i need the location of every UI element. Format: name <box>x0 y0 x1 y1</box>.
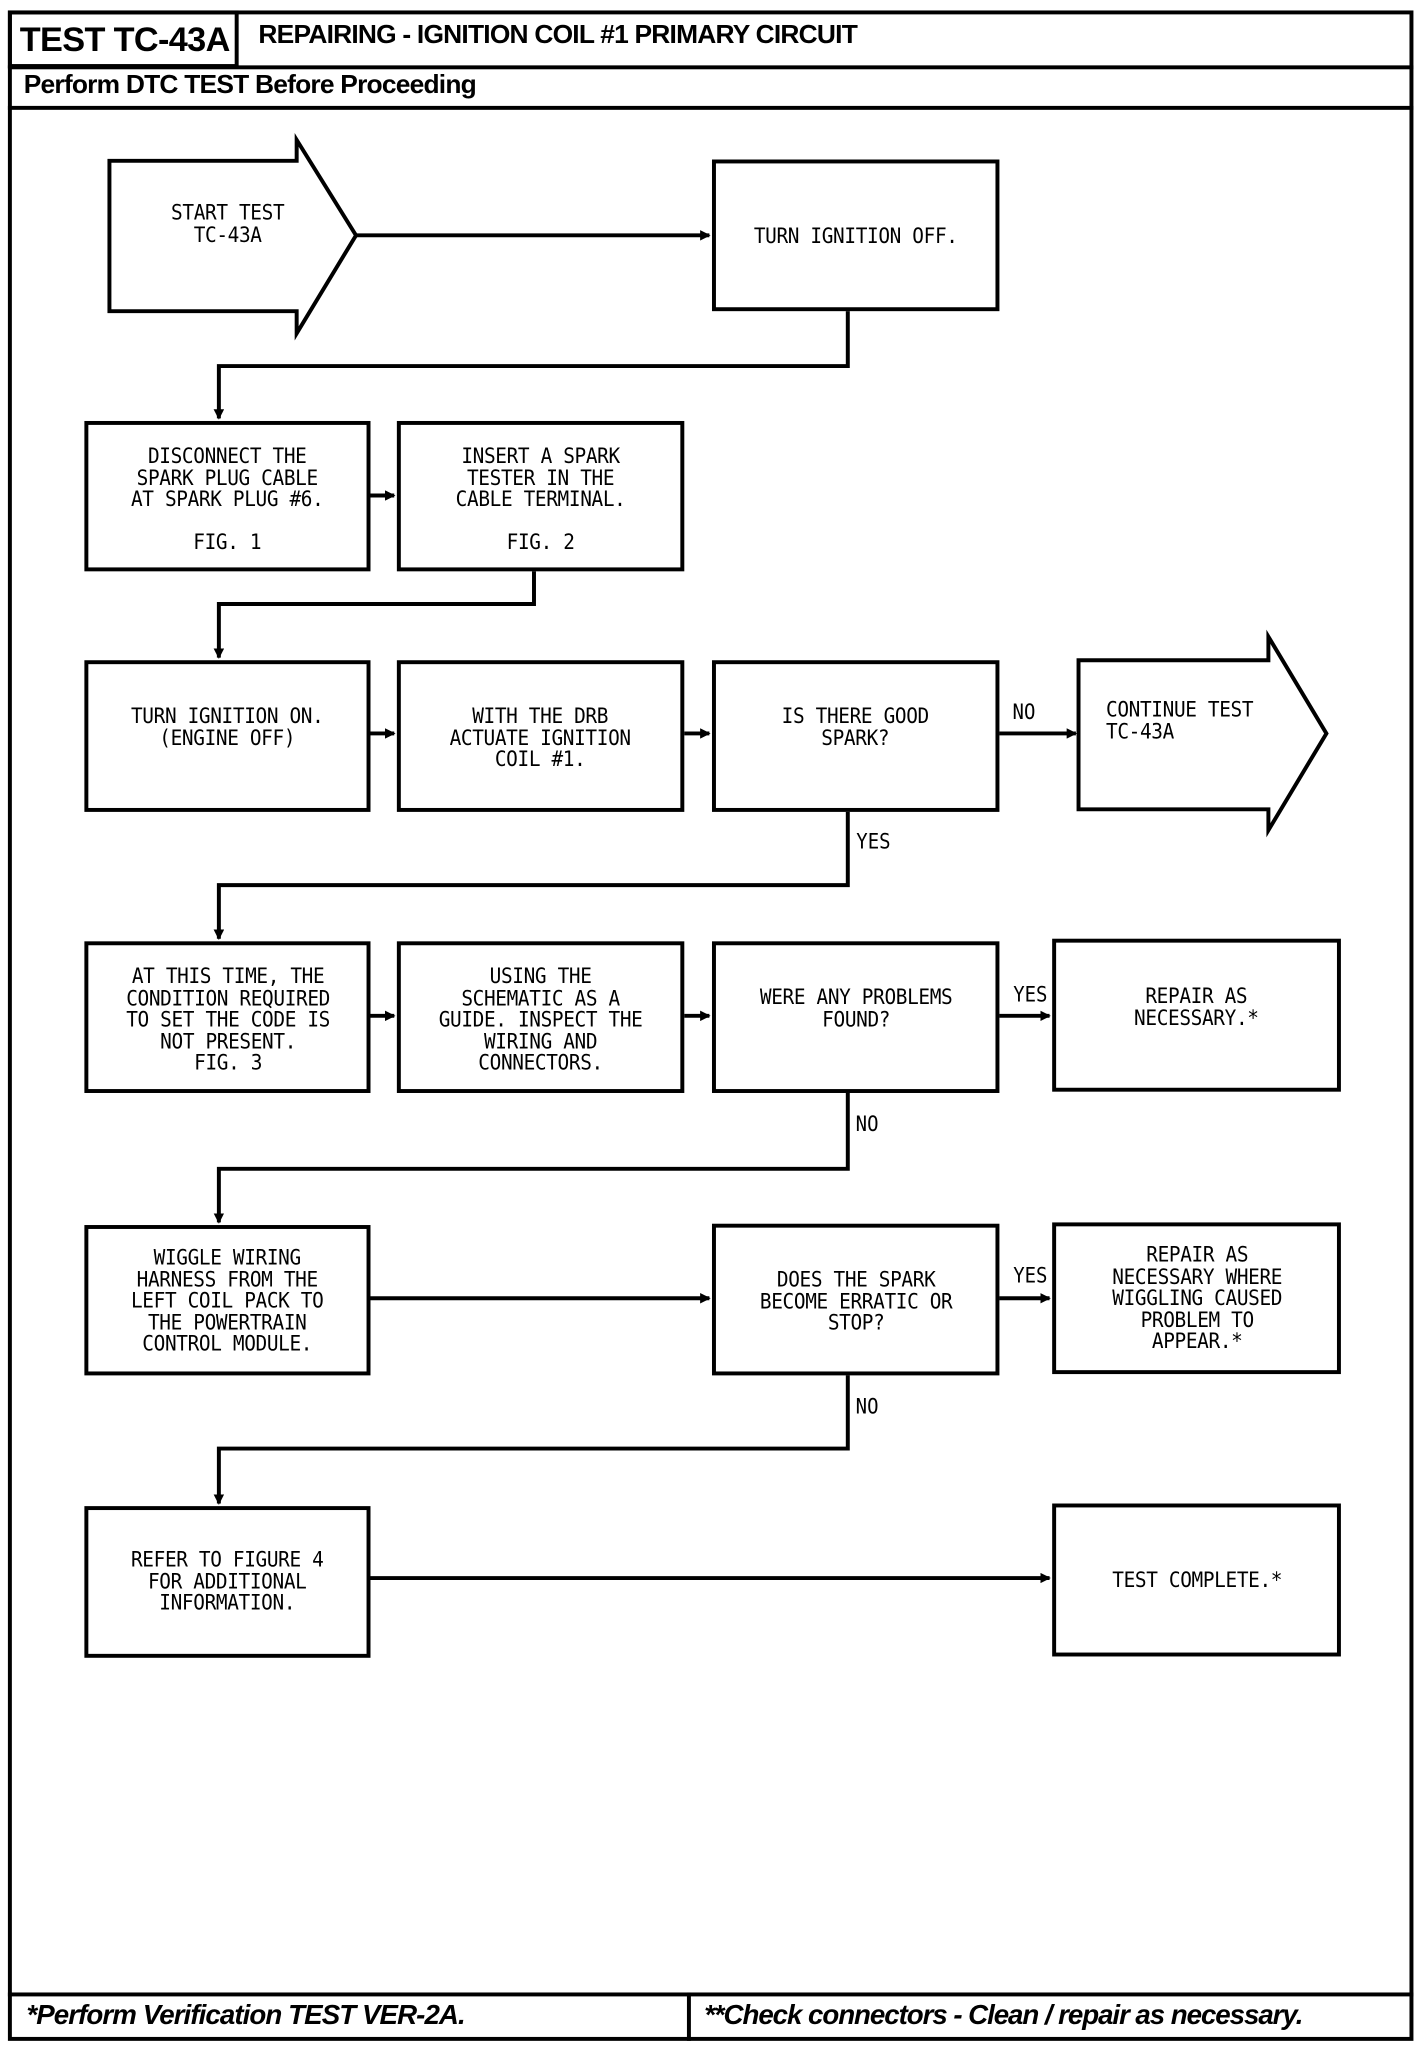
label-yes: YES <box>1013 981 1048 1007</box>
footer-divider <box>7 1992 1414 1997</box>
footer-note-connectors: **Check connectors - Clean / repair as n… <box>704 2000 1303 2031</box>
page-border <box>7 10 1414 2041</box>
decision-good-spark: IS THERE GOOD SPARK? <box>711 660 1000 812</box>
step-test-complete: TEST COMPLETE.* <box>1052 1503 1341 1657</box>
step-text: REPAIR AS NECESSARY WHERE WIGGLING CAUSE… <box>1111 1242 1282 1354</box>
step-text: WERE ANY PROBLEMS FOUND? <box>759 984 952 1031</box>
page-title: REPAIRING - IGNITION COIL #1 PRIMARY CIR… <box>258 20 858 50</box>
subtitle-divider <box>7 105 1414 110</box>
step-turn-ignition-off: TURN IGNITION OFF. <box>711 159 1000 312</box>
step-text: WITH THE DRB ACTUATE IGNITION COIL #1. <box>450 703 632 772</box>
step-refer-figure-4: REFER TO FIGURE 4 FOR ADDITIONAL INFORMA… <box>84 1506 371 1658</box>
step-wiggle-wiring: WIGGLE WIRING HARNESS FROM THE LEFT COIL… <box>84 1225 371 1376</box>
decision-spark-erratic: DOES THE SPARK BECOME ERRATIC OR STOP? <box>711 1223 1000 1376</box>
start-test-node: START TEST TC-43A <box>109 161 346 311</box>
step-text: TURN IGNITION OFF. <box>753 223 958 249</box>
start-arrow-shape <box>107 132 359 341</box>
connector-spark-yes <box>213 810 850 941</box>
step-disconnect-cable: DISCONNECT THE SPARK PLUG CABLE AT SPARK… <box>84 420 371 572</box>
step-text: IS THERE GOOD SPARK? <box>782 703 930 750</box>
label-no: NO <box>855 1393 879 1419</box>
label-no: NO <box>855 1111 879 1137</box>
step-text: REPAIR AS NECESSARY.* <box>1134 983 1259 1030</box>
step-insert-spark-tester: INSERT A SPARK TESTER IN THE CABLE TERMI… <box>396 420 685 572</box>
header-divider <box>7 65 1414 70</box>
step-turn-ignition-on: TURN IGNITION ON. (ENGINE OFF) <box>84 660 371 812</box>
step-repair-wiggling: REPAIR AS NECESSARY WHERE WIGGLING CAUSE… <box>1052 1222 1341 1375</box>
step-condition-not-present: AT THIS TIME, THE CONDITION REQUIRED TO … <box>84 941 371 1093</box>
step-text: TEST COMPLETE.* <box>1111 1567 1282 1593</box>
label-no: NO <box>1012 699 1036 725</box>
step-text: WIGGLE WIRING HARNESS FROM THE LEFT COIL… <box>131 1244 324 1356</box>
label-yes: YES <box>1013 1262 1048 1288</box>
step-text: AT THIS TIME, THE CONDITION REQUIRED TO … <box>125 963 330 1075</box>
start-test-text: START TEST TC-43A <box>171 200 285 247</box>
step-repair-as-necessary: REPAIR AS NECESSARY.* <box>1052 938 1341 1092</box>
step-text: DISCONNECT THE SPARK PLUG CABLE AT SPARK… <box>131 443 324 555</box>
step-actuate-coil: WITH THE DRB ACTUATE IGNITION COIL #1. <box>396 660 685 812</box>
step-text: DOES THE SPARK BECOME ERRATIC OR STOP? <box>759 1266 952 1335</box>
step-text: TURN IGNITION ON. (ENGINE OFF) <box>131 703 324 750</box>
page-subtitle: Perform DTC TEST Before Proceeding <box>23 70 477 100</box>
label-yes: YES <box>856 828 891 854</box>
continue-test-text: CONTINUE TEST TC-43A <box>1106 696 1254 744</box>
connector-erratic-no <box>213 1374 850 1505</box>
footer-note-verification: *Perform Verification TEST VER-2A. <box>26 2000 465 2031</box>
step-text: REFER TO FIGURE 4 FOR ADDITIONAL INFORMA… <box>131 1546 324 1615</box>
connector-insert-to-turnon <box>213 570 536 659</box>
continue-arrow-shape <box>1076 629 1329 838</box>
step-text: INSERT A SPARK TESTER IN THE CABLE TERMI… <box>455 443 626 555</box>
decision-problems-found: WERE ANY PROBLEMS FOUND? <box>711 941 1000 1093</box>
continue-test-node: CONTINUE TEST TC-43A <box>1081 660 1279 809</box>
step-text: USING THE SCHEMATIC AS A GUIDE. INSPECT … <box>438 963 643 1075</box>
connector-problems-no <box>213 1091 850 1224</box>
footer-column-divider <box>686 1992 691 2041</box>
connector-off-to-disconnect <box>213 309 850 420</box>
step-inspect-wiring: USING THE SCHEMATIC AS A GUIDE. INSPECT … <box>396 941 685 1093</box>
